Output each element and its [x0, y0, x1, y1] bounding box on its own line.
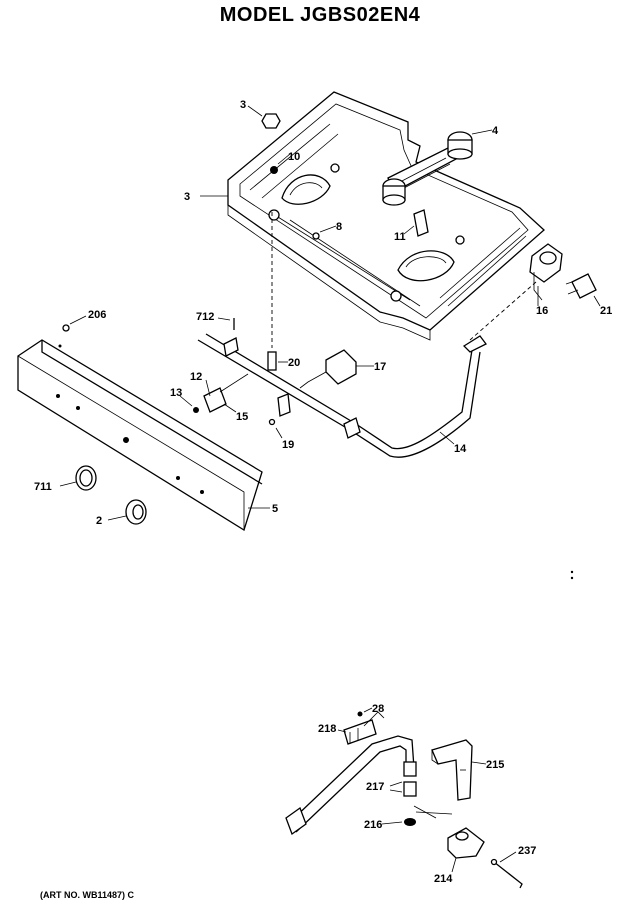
callout-218: 218: [318, 723, 336, 735]
callout-216: 216: [364, 819, 382, 831]
clip-10: [270, 153, 291, 174]
callout-13: 13: [170, 387, 182, 399]
callout-17: 17: [374, 361, 386, 373]
wire-237: [490, 851, 523, 889]
callout-28: 28: [372, 703, 384, 715]
callout-10: 10: [288, 151, 300, 163]
page-title: MODEL JGBS02EN4: [219, 4, 421, 26]
callout-20: 20: [288, 357, 300, 369]
nut-3-top: [247, 105, 281, 129]
valve-15: [179, 373, 249, 413]
callout-712: 712: [196, 311, 214, 323]
switch-17: [299, 349, 374, 389]
screw-19: [268, 393, 291, 439]
screw-8: [312, 225, 337, 240]
callout-16: 16: [536, 305, 548, 317]
broil-burner-assembly: [285, 707, 415, 836]
callout-711: 711: [34, 481, 52, 493]
bezel-711: [59, 465, 97, 491]
manifold-pipe: [197, 333, 487, 458]
callout-237: 237: [518, 845, 536, 857]
ignitor-assembly: [382, 129, 493, 206]
valve-16: [529, 243, 563, 306]
callout-3a: 3: [240, 99, 246, 111]
callout-11: 11: [394, 231, 406, 243]
screw-712: [217, 317, 235, 330]
callout-19: 19: [282, 439, 294, 451]
callout-12: 12: [190, 371, 202, 383]
callout-5: 5: [272, 503, 278, 515]
callout-15: 15: [236, 411, 248, 423]
orifice-20: [267, 351, 288, 371]
bracket-11: [403, 209, 429, 237]
callout-4: 4: [492, 125, 499, 137]
callout-214: 214: [434, 873, 453, 885]
valve-214: [447, 827, 485, 873]
callout-2: 2: [96, 515, 102, 527]
callout-217: 217: [366, 781, 384, 793]
art-number: (ART NO. WB11487) C: [40, 890, 135, 900]
callout-8: 8: [336, 221, 342, 233]
bracket-215: [431, 739, 487, 801]
callout-14: 14: [454, 443, 467, 455]
washer-216: [381, 805, 453, 826]
knob-2: [107, 499, 147, 525]
callout-3b: 3: [184, 191, 190, 203]
callout-21: 21: [600, 305, 612, 317]
callout-206: 206: [88, 309, 106, 321]
screw-206: [62, 315, 87, 332]
orifice-217: [389, 761, 417, 797]
callout-215: 215: [486, 759, 504, 771]
connector-21: [565, 273, 601, 307]
control-panel: [17, 339, 270, 531]
burner-box: [200, 91, 545, 341]
